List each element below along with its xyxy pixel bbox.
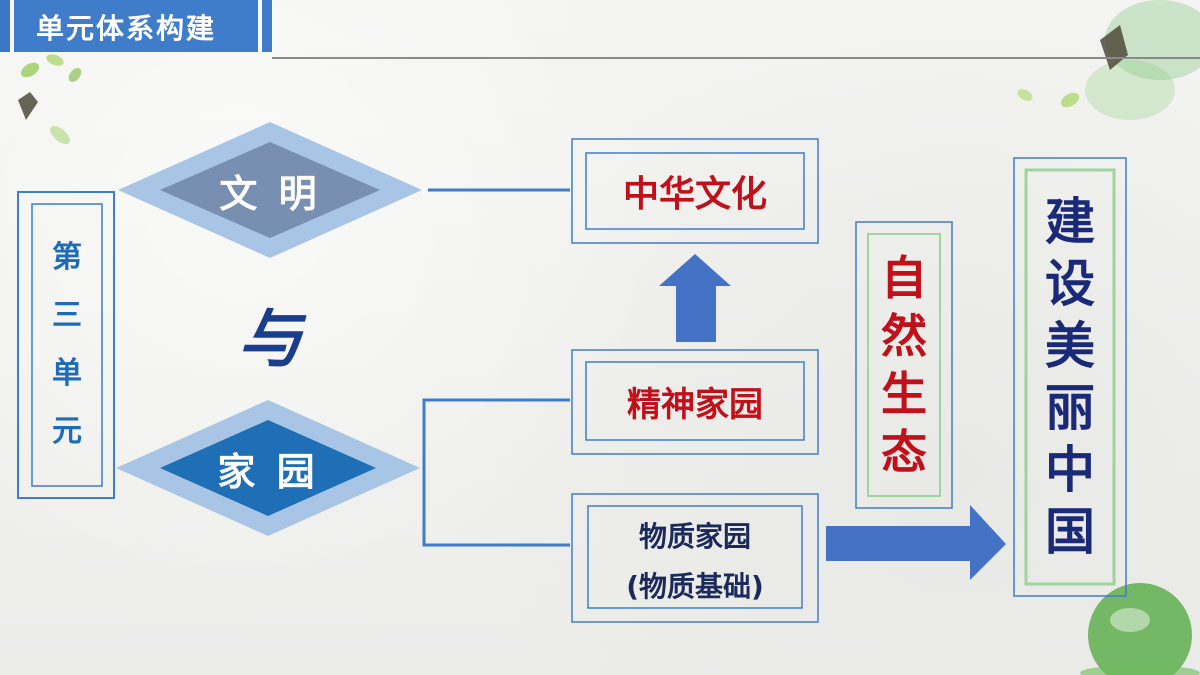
diamond-bottom-inner bbox=[160, 420, 376, 516]
connector-symbol: 与 bbox=[238, 303, 302, 377]
nature-char: 然 bbox=[881, 309, 927, 363]
header-tail bbox=[262, 0, 272, 52]
leaf-decoration-left bbox=[18, 54, 82, 144]
unit-frame-inner bbox=[31, 203, 103, 487]
unit-label: 第 三 单 元 bbox=[32, 204, 102, 486]
header-stripe bbox=[0, 0, 10, 52]
goal-char: 建 bbox=[1045, 193, 1095, 251]
box-goal-inner bbox=[1024, 168, 1116, 586]
header-bar: 单元体系构建 bbox=[0, 0, 272, 52]
diamond-top-inner bbox=[160, 142, 380, 238]
box-nature-inner bbox=[867, 233, 941, 497]
unit-char: 第 bbox=[52, 240, 82, 275]
line-homeland-branch bbox=[422, 398, 570, 547]
goal-char: 美 bbox=[1045, 317, 1095, 375]
box-culture-inner bbox=[585, 152, 805, 230]
diamond-bottom-label: 家 园 bbox=[217, 449, 319, 494]
box-spiritual-outer bbox=[571, 349, 819, 455]
arrow-right bbox=[826, 505, 1006, 580]
box-culture-outer bbox=[571, 138, 819, 244]
unit-char: 单 bbox=[52, 356, 82, 391]
nature-label: 自 然 生 态 bbox=[868, 234, 940, 496]
culture-label: 中华文化 bbox=[622, 174, 767, 215]
unit-char: 元 bbox=[52, 414, 82, 449]
globe-decoration bbox=[1080, 583, 1200, 675]
box-material-outer bbox=[571, 493, 819, 623]
material-label-line1: 物质家园 bbox=[638, 520, 751, 553]
diamond-top-label: 文 明 bbox=[219, 171, 321, 216]
spiritual-label: 精神家园 bbox=[627, 384, 763, 425]
goal-label: 建 设 美 丽 中 国 bbox=[1026, 170, 1114, 584]
header-divider bbox=[272, 57, 1200, 59]
box-spiritual-inner bbox=[585, 361, 805, 441]
box-goal-outer bbox=[1013, 157, 1127, 597]
box-material-inner bbox=[587, 505, 803, 609]
arrow-up bbox=[659, 254, 731, 342]
goal-char: 国 bbox=[1045, 503, 1095, 561]
goal-char: 丽 bbox=[1045, 379, 1095, 437]
goal-char: 中 bbox=[1045, 441, 1095, 499]
unit-frame-outer bbox=[17, 191, 115, 499]
tree-decoration-right bbox=[1017, 0, 1200, 120]
material-label-line2: (物质基础) bbox=[626, 570, 764, 603]
nature-char: 生 bbox=[881, 367, 927, 421]
header-background bbox=[14, 0, 258, 52]
nature-char: 态 bbox=[881, 425, 927, 479]
box-nature-outer bbox=[855, 221, 953, 509]
goal-char: 设 bbox=[1045, 255, 1095, 313]
nature-char: 自 bbox=[881, 251, 927, 305]
page-title: 单元体系构建 bbox=[36, 12, 217, 45]
unit-char: 三 bbox=[52, 298, 82, 333]
